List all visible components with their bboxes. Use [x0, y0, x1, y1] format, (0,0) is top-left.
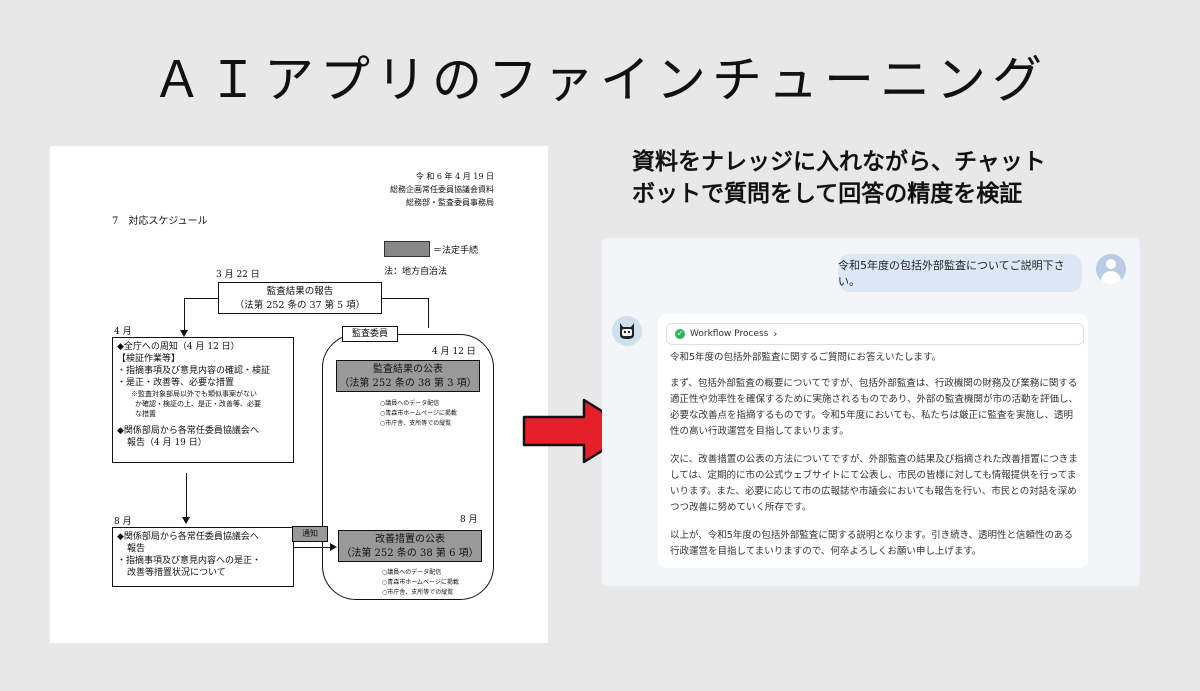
user-message: 令和5年度の包括外部監査についてご説明下さい。: [838, 254, 1082, 292]
measure-bullets: ○議員へのデータ配信 ○青森市ホームページに掲載 ○市庁舎、支所等での縦覧: [382, 568, 459, 598]
apr-note1: ※監査対象部局以外でも類似事案がない: [131, 390, 257, 398]
aug-label-left: 8 月: [114, 517, 132, 527]
april-box: ◆全庁への周知（4 月 12 日） 【検証作業等】 ・指摘事項及び意見内容の確認…: [112, 337, 294, 463]
publish-bullets: ○議員へのデータ配信 ○青森市ホームページに掲載 ○市庁舎、支所等での縦覧: [380, 399, 457, 429]
legend-statutory: ＝法定手続: [433, 246, 479, 256]
apr-line4: ・是正・改善等、必要な措置: [117, 378, 235, 388]
publish-results-box: 監査結果の公表 （法第 252 条の 38 第 3 項）: [336, 360, 480, 392]
measure-line1: 改善措置の公表: [375, 534, 445, 545]
date-mar22: 3 月 22 日: [216, 270, 260, 280]
audit-committee-frame: [322, 334, 494, 600]
report-box: 監査結果の報告 （法第 252 条の 37 第 5 項）: [218, 282, 382, 314]
apr12-label: 4 月 12 日: [432, 347, 476, 357]
section-title: 7 対応スケジュール: [112, 216, 208, 227]
publish-line2: （法第 252 条の 38 第 3 項）: [339, 378, 477, 389]
apr-line2: 【検証作業等】: [117, 354, 181, 364]
apr-line6: 報告（4 月 19 日）: [127, 438, 207, 448]
legend-swatch: [384, 241, 430, 257]
publish-line1: 監査結果の公表: [373, 364, 443, 375]
caption: 資料をナレッジに入れながら、チャット ボットで質問をして回答の精度を検証: [632, 146, 1046, 210]
chat-window: 令和5年度の包括外部監査についてご説明下さい。 ✓ Workflow Proce…: [602, 238, 1140, 586]
bot-paragraph-3: 次に、改善措置の公表の方法についてですが、外部監査の結果及び指摘された改善措置に…: [670, 454, 1078, 513]
apr-line5: ◆関係部局から各常任委員協議会へ: [117, 426, 259, 436]
audit-committee-label: 監査委員: [342, 326, 398, 342]
measure-bullet: ○議員へのデータ配信: [382, 569, 442, 576]
publish-bullet: ○議員へのデータ配信: [380, 400, 440, 407]
document-header: 令 和 6 年 4 月 19 日 総務企画常任委員協議会資料 総務部・監査委員事…: [390, 170, 494, 209]
report-box-line1: 監査結果の報告: [266, 286, 334, 297]
header-date: 令 和 6 年 4 月 19 日: [415, 172, 494, 181]
aug-label-right: 8 月: [460, 515, 478, 525]
bot-paragraph-2: まず、包括外部監査の概要についてですが、包括外部監査は、行政機関の財務及び業務に…: [670, 378, 1079, 437]
check-circle-icon: ✓: [675, 329, 685, 339]
bot-paragraph-1: 令和5年度の包括外部監査に関するご質問にお答えいたします。: [670, 352, 942, 363]
aug-line4: 改善等措置状況について: [127, 568, 226, 578]
report-box-line2: （法第 252 条の 37 第 5 項）: [234, 300, 366, 311]
header-org2: 総務部・監査委員事務局: [406, 198, 494, 207]
apr-label: 4 月: [114, 327, 132, 337]
aug-line1: ◆関係部局から各常任委員協議会へ: [117, 532, 259, 542]
notify-label: 通知: [292, 526, 328, 542]
caption-line2: ボットで質問をして回答の精度を検証: [632, 181, 1023, 207]
august-box: ◆関係部局から各常任委員協議会へ 報告 ・指摘事項及び意見内容への是正・ 改善等…: [112, 527, 294, 587]
schedule-document: 令 和 6 年 4 月 19 日 総務企画常任委員協議会資料 総務部・監査委員事…: [50, 146, 548, 643]
improvement-measures-box: 改善措置の公表 （法第 252 条の 38 第 6 項）: [338, 530, 482, 562]
aug-line2: 報告: [127, 544, 146, 554]
workflow-process-toggle[interactable]: ✓ Workflow Process ›: [666, 323, 1084, 345]
apr-line1: ◆全庁への周知（4 月 12 日）: [117, 342, 240, 352]
bot-avatar-icon: [612, 316, 642, 346]
workflow-label: Workflow Process: [690, 329, 769, 339]
aug-line3: ・指摘事項及び意見内容への是正・: [117, 556, 262, 566]
measure-line2: （法第 252 条の 38 第 6 項）: [341, 548, 479, 559]
publish-bullet: ○青森市ホームページに掲載: [380, 410, 457, 417]
bot-response-card: ✓ Workflow Process › 令和5年度の包括外部監査に関するご質問…: [658, 314, 1088, 568]
apr-line3: ・指摘事項及び意見内容の確認・検証: [117, 366, 271, 376]
legend-law: 法：地方自治法: [384, 267, 448, 277]
measure-bullet: ○青森市ホームページに掲載: [382, 579, 459, 586]
user-avatar-icon: [1096, 254, 1126, 284]
apr-note2: か確認・検証の上、是正・改善等、必要: [135, 400, 261, 408]
apr-note3: な措置: [135, 410, 156, 418]
chevron-right-icon: ›: [773, 328, 778, 340]
page-title: ＡＩアプリのファインチューニング: [152, 51, 1048, 109]
measure-bullet: ○市庁舎、支所等での縦覧: [382, 589, 454, 596]
bot-paragraph-4: 以上が、令和5年度の包括外部監査に関する説明となります。引き続き、透明性と信頼性…: [670, 530, 1073, 557]
caption-line1: 資料をナレッジに入れながら、チャット: [632, 149, 1046, 175]
header-org1: 総務企画常任委員協議会資料: [390, 185, 494, 194]
publish-bullet: ○市庁舎、支所等での縦覧: [380, 420, 452, 427]
